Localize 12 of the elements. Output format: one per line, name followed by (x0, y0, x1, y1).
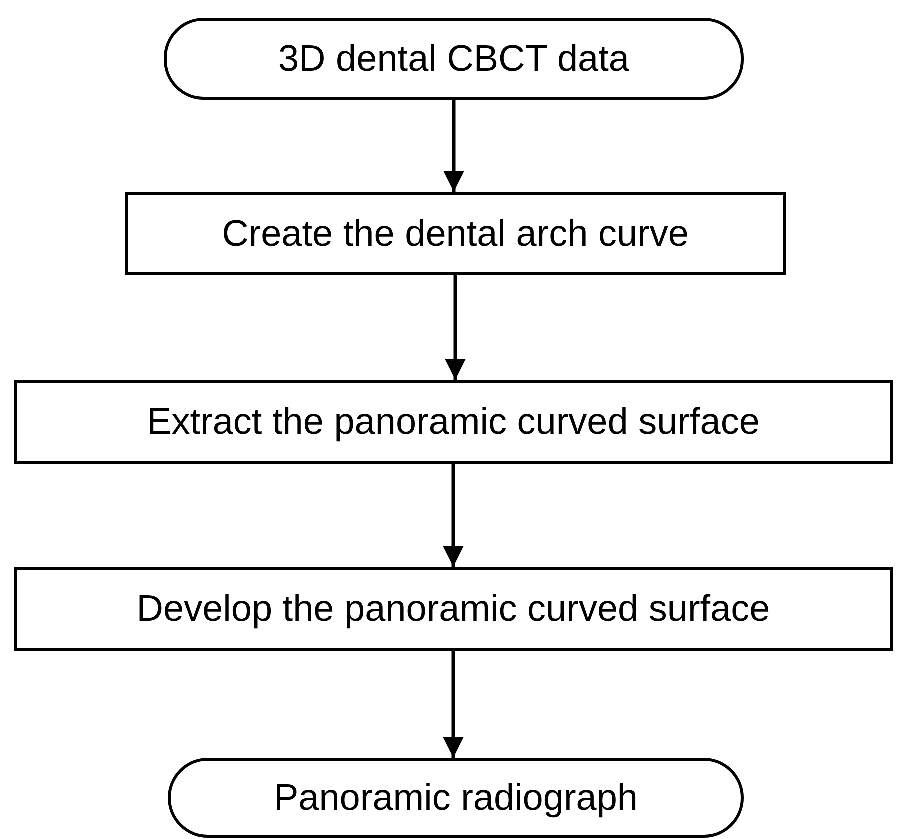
arrow (443, 651, 464, 758)
process-box (14, 567, 893, 651)
process-box (125, 192, 786, 275)
node-label: Panoramic radiograph (274, 777, 638, 819)
node-label: Create the dental arch curve (222, 212, 689, 254)
arrow (443, 464, 464, 567)
arrow (445, 275, 466, 380)
arrow (444, 100, 464, 192)
node-label: Develop the panoramic curved surface (136, 588, 770, 630)
process-box (14, 380, 893, 464)
node-label: 3D dental CBCT data (278, 38, 630, 80)
node-label: Extract the panoramic curved surface (147, 401, 760, 443)
